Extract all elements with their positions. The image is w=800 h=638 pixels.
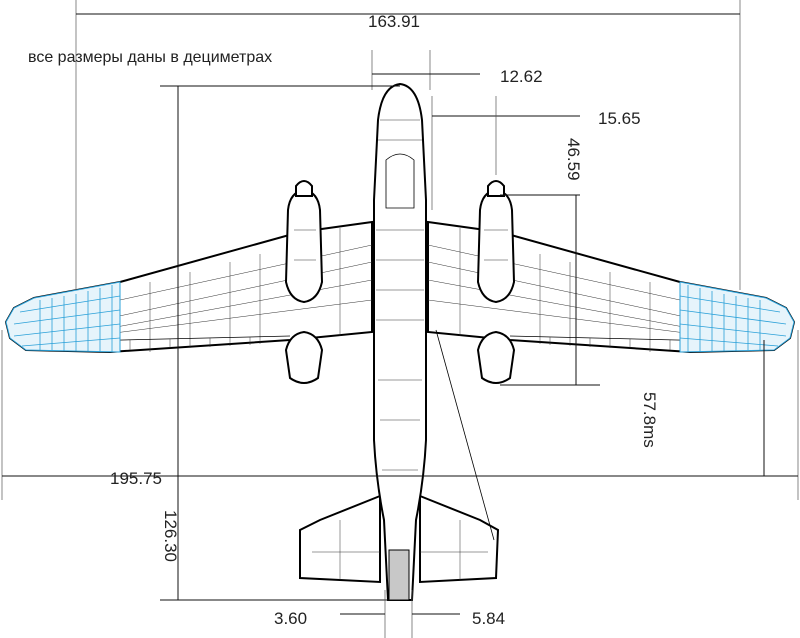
wingspan-label: 195.75: [110, 469, 162, 488]
total-length-label: 163.91: [368, 12, 420, 31]
horizontal-stabilizer: [299, 494, 500, 584]
tail-length-label: 126.30: [161, 510, 180, 562]
nose-offset-label: 12.62: [500, 67, 543, 86]
tailwheel-right-label: 5.84: [472, 609, 505, 628]
right-engine-nacelle: [476, 180, 516, 384]
wing-to-tail-label: 57.8ms: [640, 392, 659, 448]
tailwheel-left-label: 3.60: [274, 609, 307, 628]
engine-offset-label: 15.65: [598, 109, 641, 128]
fuselage: [373, 82, 427, 601]
left-engine-nacelle: [284, 180, 324, 384]
right-wingtip-highlight: [679, 281, 795, 353]
units-note: все размеры даны в дециметрах: [28, 49, 272, 66]
left-wingtip-highlight: [5, 281, 121, 353]
tailwheel-fairing: [388, 549, 410, 601]
aircraft-plan-view: [4, 82, 796, 601]
engine-length-label: 46.59: [564, 138, 583, 181]
